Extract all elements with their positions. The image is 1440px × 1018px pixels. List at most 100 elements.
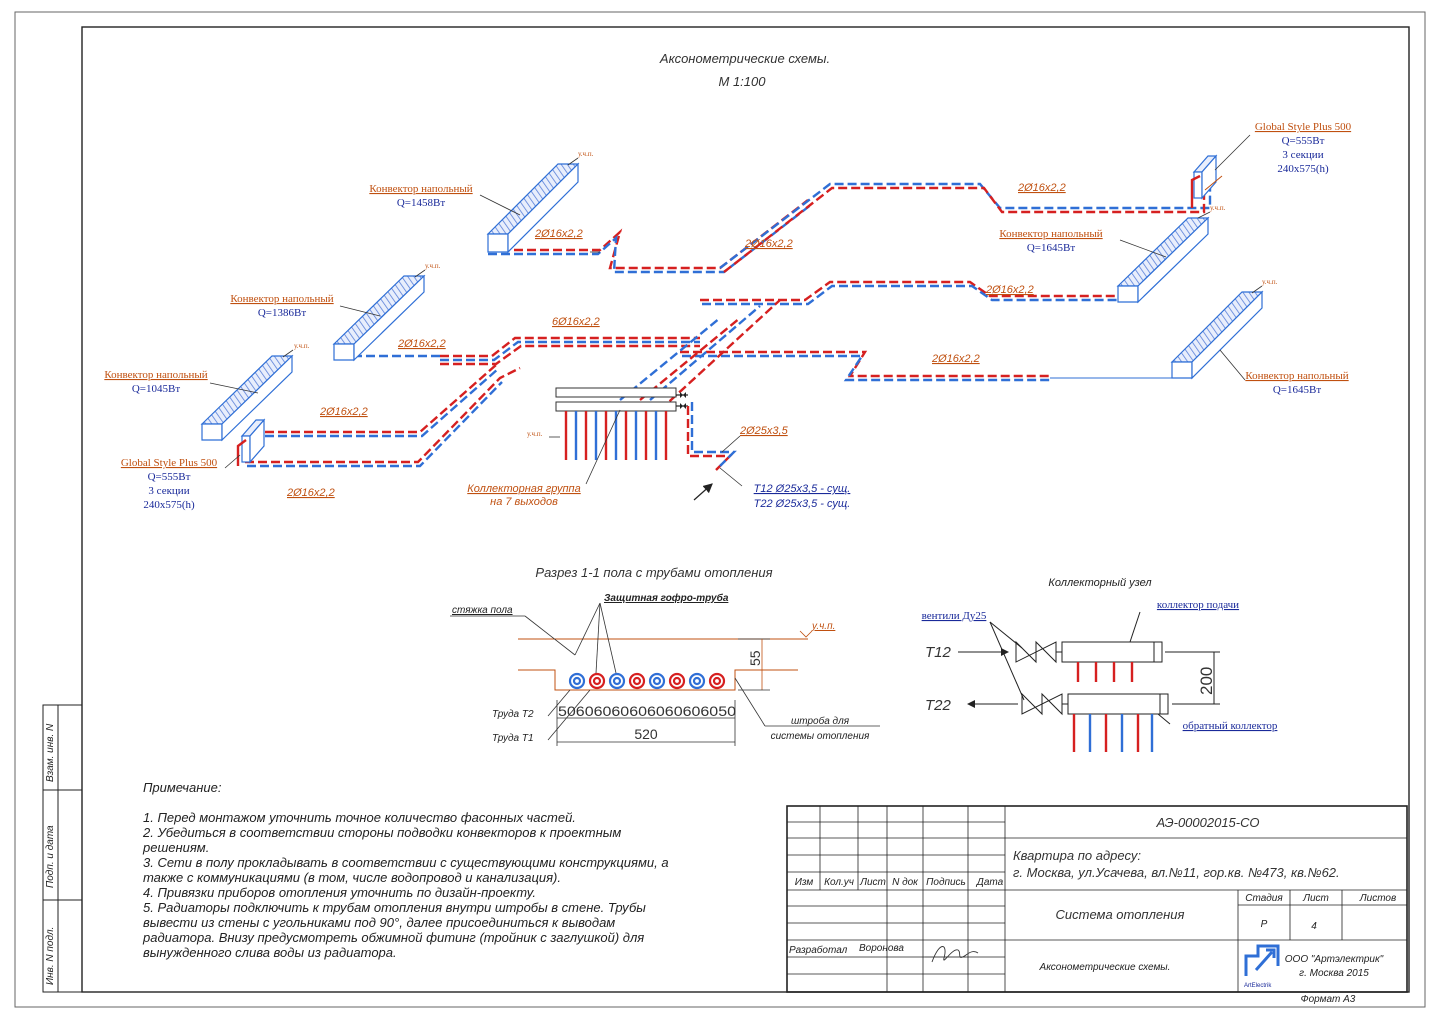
company-city: г. Москва 2015 [1299, 968, 1369, 979]
stage-value: Р [1261, 919, 1268, 930]
collector-group-label: Коллекторная группа [467, 483, 580, 495]
paper-format: Формат А3 [1301, 994, 1356, 1005]
col-ndok: N док [892, 877, 919, 888]
convector-5 [1170, 290, 1264, 380]
note-line: радиатора. Внизу предусмотреть обжимной … [142, 930, 644, 945]
t12-label: Т12 [925, 644, 952, 661]
leader-lines [209, 134, 1263, 487]
conv2-q: Q=1386Вт [258, 307, 306, 319]
logo-text: ArtElectrik [1244, 983, 1272, 989]
col-koluch: Кол.уч [824, 877, 854, 888]
col-data: Дата [976, 877, 1004, 888]
note-line: также с коммуникациями (в том, числе вод… [143, 870, 561, 885]
note-line: 3. Сети в полу прокладывать в соответств… [143, 855, 669, 870]
doc-code: АЭ-00002015-СО [1156, 815, 1260, 830]
col-list: Лист [859, 877, 886, 888]
sheet-outer-frame [14, 11, 1426, 1008]
pipe-label-c: 6Ø16х2,2 [552, 316, 600, 328]
company-name: ООО "Артэлектрик" [1285, 954, 1384, 965]
col-podpis: Подпись [926, 877, 966, 888]
pipe-label-e: 2Ø16х2,2 [319, 406, 368, 418]
pipe-t1-label: Труда Т1 [492, 733, 534, 744]
valves-label: вентили Ду25 [922, 610, 987, 622]
pipe-label-d: 2Ø16х2,2 [397, 338, 446, 350]
sheets-header: Листов [1359, 893, 1396, 904]
dim-520: 520 [634, 726, 658, 742]
stamp-inv: Инв. N подл. [45, 927, 56, 985]
col-izm: Изм [795, 877, 814, 888]
developer-name: Воронова [859, 943, 904, 954]
pipe-network [245, 180, 1212, 468]
gsp-right-sec: 3 секции [1282, 149, 1323, 161]
screed-label: стяжка пола [452, 605, 513, 616]
stage-header: Стадия [1245, 893, 1283, 904]
pipe-label-h: 2Ø16х2,2 [985, 284, 1034, 296]
gsp-left-sec: 3 секции [148, 485, 189, 497]
note-line: вывести из стены с угольниками под 90°, … [143, 915, 615, 930]
spacing-dims: 50606060606060606050 [558, 703, 736, 719]
t22-main-label: Т22 Ø25х3,5 - сущ. [754, 498, 851, 510]
node-title: Коллекторный узел [1048, 577, 1151, 589]
conv1-q: Q=1458Вт [397, 197, 445, 209]
ucp-5: у.ч.п. [1262, 278, 1278, 286]
convector-3 [200, 354, 294, 442]
conv5-name: Конвектор напольный [1245, 370, 1348, 382]
groove-label-2: системы отопления [771, 731, 870, 742]
pipe-label-i: 2Ø16х2,2 [931, 353, 980, 365]
drawing-title: Аксонометрические схемы. [659, 51, 830, 66]
note-line: 1. Перед монтажом уточнить точное количе… [143, 810, 576, 825]
convector-2 [332, 274, 426, 362]
ucp-4: у.ч.п. [1210, 204, 1226, 212]
developer-signature [931, 946, 979, 963]
note-line: решениям. [142, 840, 209, 855]
t12-main-label: Т12 Ø25х3,5 - сущ. [754, 483, 851, 495]
conv3-q: Q=1045Вт [132, 383, 180, 395]
notes-heading: Примечание: [143, 780, 222, 795]
section-pipes [568, 672, 726, 690]
gsp-left-q: Q=555Вт [148, 471, 191, 483]
drawing-name: Аксонометрические схемы. [1039, 962, 1171, 973]
collector-group [555, 387, 737, 501]
conv4-name: Конвектор напольный [999, 228, 1102, 240]
conv4-q: Q=1645Вт [1027, 242, 1075, 254]
conv1-name: Конвектор напольный [369, 183, 472, 195]
gsp-left-name: Global Style Plus 500 [121, 457, 218, 469]
notes-block: Примечание: 1. Перед монтажом уточнить т… [142, 780, 669, 960]
dim-200: 200 [1197, 667, 1216, 695]
ucp-2: у.ч.п. [425, 262, 441, 270]
dim-55: 55 [747, 650, 763, 666]
side-stamp: Взам. инв. N Подп. и дата Инв. N подл. [42, 704, 83, 993]
supply-label: коллектор подачи [1157, 599, 1239, 611]
pipe-label-b: 2Ø16х2,2 [744, 238, 793, 250]
collector-outputs-label: на 7 выходов [490, 496, 558, 508]
gsp-right-name: Global Style Plus 500 [1255, 121, 1352, 133]
stamp-vzam: Взам. инв. N [45, 723, 56, 782]
note-line: 2. Убедиться в соответствии стороны подв… [142, 825, 621, 840]
conv5-q: Q=1645Вт [1273, 384, 1321, 396]
axo-labels: у.ч.п. у.ч.п. у.ч.п. у.ч.п. у.ч.п. у.ч.п… [104, 121, 1351, 511]
return-label: обратный коллектор [1183, 720, 1278, 732]
gsp-left-size: 240х575(h) [143, 499, 195, 511]
convector-4 [1116, 216, 1210, 304]
note-line: 4. Привязки приборов отопления уточнить … [143, 885, 536, 900]
corrugated-label: Защитная гофро-труба [604, 592, 729, 604]
conv3-name: Конвектор напольный [104, 369, 207, 381]
ucp-section: у.ч.п. [811, 621, 835, 632]
floor-section: Разрез 1-1 пола с трубами отопления 55 у… [450, 565, 880, 746]
address-line-1: Квартира по адресу: [1013, 848, 1141, 863]
pipe-label-a: 2Ø16х2,2 [534, 228, 583, 240]
pipe-label-g: 2Ø16х2,2 [1017, 182, 1066, 194]
gsp-right-size: 240х575(h) [1277, 163, 1329, 175]
drawing-scale: М 1:100 [719, 74, 767, 89]
pipe-label-f: 2Ø16х2,2 [286, 487, 335, 499]
sheet-value: 4 [1311, 921, 1317, 932]
system-name: Система отопления [1056, 907, 1185, 922]
sheet-header: Лист [1302, 893, 1329, 904]
section-title: Разрез 1-1 пола с трубами отопления [535, 565, 772, 580]
ucp-6: у.ч.п. [527, 430, 543, 438]
collector-node: Коллекторный узел вентили Ду25 коллектор… [922, 577, 1278, 752]
groove-label-1: штроба для [791, 715, 850, 727]
radiator-left [236, 418, 266, 466]
address-line-2: г. Москва, ул.Усачева, вл.№11, гор.кв. №… [1013, 865, 1340, 880]
